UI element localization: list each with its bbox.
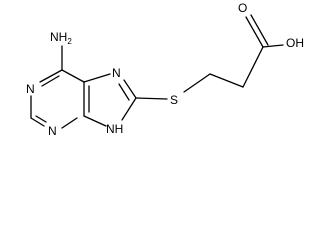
bonds <box>30 14 284 129</box>
bond-c-o-double-b <box>250 14 269 46</box>
bond-n3-c4 <box>61 117 78 129</box>
bond-ch2a-ch2b <box>209 73 244 88</box>
atom-label-sulfur: S <box>170 93 178 107</box>
atom-label-hydroxyl: OH <box>286 36 304 50</box>
atom-label-carbonyl-o: O <box>238 1 247 15</box>
bond-c6-n1-double <box>41 75 60 87</box>
bond-c8-s <box>135 97 168 100</box>
bond-c-oh <box>262 44 284 48</box>
bond-c5-n7 <box>83 73 111 83</box>
atom-label-n7: N <box>112 66 121 80</box>
bond-c-o-double-a <box>245 16 264 48</box>
bond-n7-c8-double <box>118 83 130 101</box>
atom-label-n1: N <box>26 82 35 96</box>
bond-ch2b-cooh <box>242 46 264 88</box>
bond-c5-c6 <box>61 69 85 83</box>
bond-c8-n9 <box>121 97 137 121</box>
bond-n9-c4 <box>83 115 107 127</box>
amine-subscript-text: 2 <box>67 37 72 46</box>
bond-s-ch2a <box>183 73 211 93</box>
amine-nh-text: NH <box>50 30 67 44</box>
atom-label-n3: N <box>48 124 57 138</box>
bond-n7-c8 <box>123 79 137 99</box>
atom-labels: NH2 N N N NH S OH O <box>26 1 304 138</box>
bond-c2-n3 <box>30 117 45 127</box>
bond-c2-n3-double <box>35 115 47 123</box>
molecule-structure: NH2 N N N NH S OH O <box>26 1 304 138</box>
atom-label-amine: NH2 <box>50 30 72 46</box>
bond-c6-n1 <box>39 69 63 83</box>
atom-label-nh9: NH <box>106 122 123 136</box>
